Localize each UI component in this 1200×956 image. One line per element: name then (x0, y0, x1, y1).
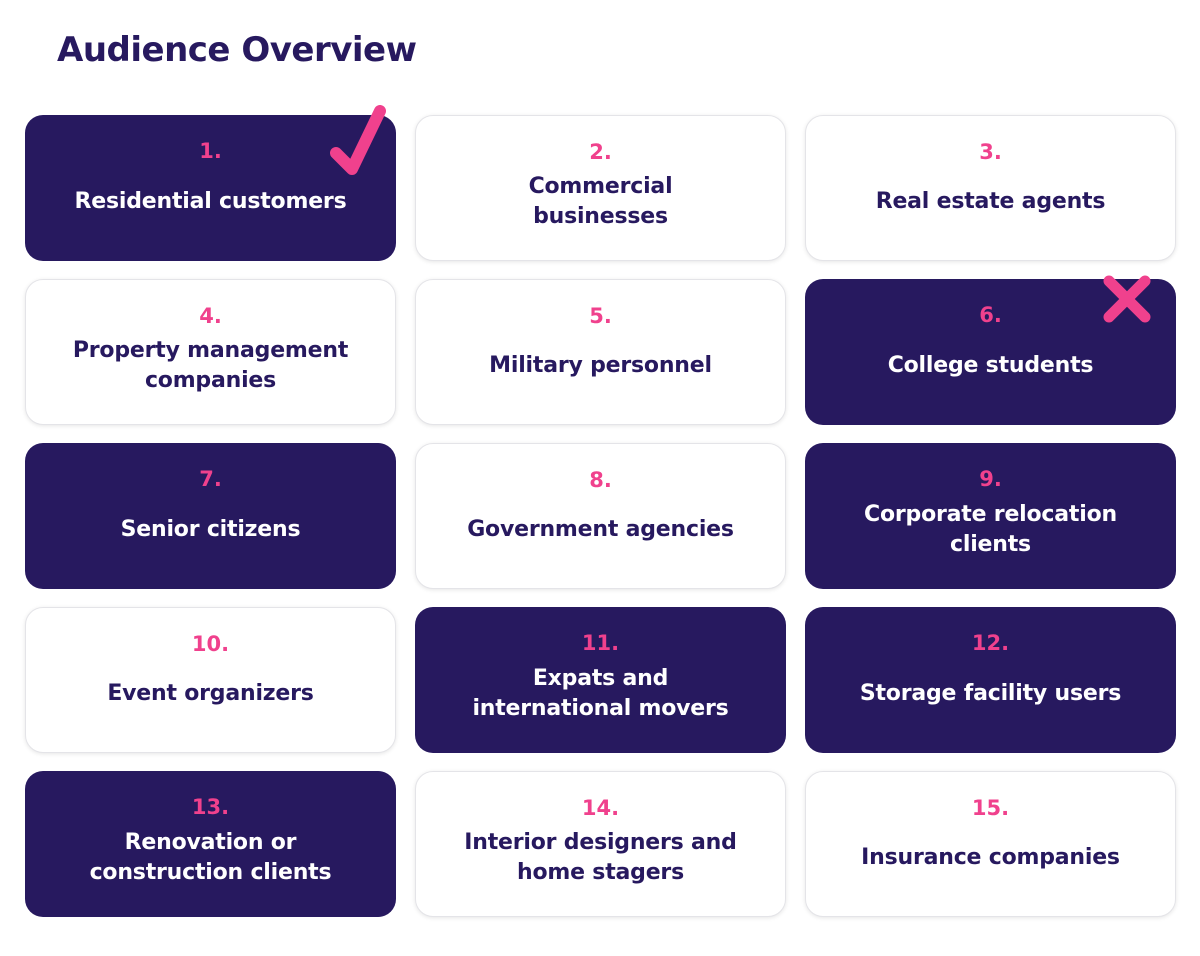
card-number: 5. (589, 304, 612, 328)
card-label: Renovation or construction clients (89, 830, 332, 885)
audience-card-15[interactable]: 15. Insurance companies (805, 771, 1176, 917)
audience-card-14[interactable]: 14. Interior designers and home stagers (415, 771, 786, 917)
card-label: Senior citizens (120, 517, 301, 542)
audience-card-1[interactable]: 1. Residential customers (25, 105, 396, 261)
audience-card-4[interactable]: 4. Property management companies (25, 279, 396, 425)
card-label: College students (887, 353, 1094, 378)
card-label: Storage facility users (859, 681, 1122, 706)
audience-card-7[interactable]: 7. Senior citizens (25, 443, 396, 589)
card-label: Expats and international movers (472, 666, 729, 721)
card-label: Insurance companies (861, 845, 1120, 870)
audience-card-8[interactable]: 8. Government agencies (415, 443, 786, 589)
card-number: 2. (589, 140, 612, 164)
card-label: Military personnel (489, 353, 712, 378)
audience-card-3[interactable]: 3. Real estate agents (805, 115, 1176, 261)
card-number: 8. (589, 468, 612, 492)
card-label: Government agencies (467, 517, 734, 542)
audience-card-2[interactable]: 2. Commercial businesses (415, 115, 786, 261)
card-label: Event organizers (107, 681, 314, 706)
audience-card-11[interactable]: 11. Expats and international movers (415, 607, 786, 753)
cross-icon (1103, 275, 1151, 323)
audience-card-12[interactable]: 12. Storage facility users (805, 607, 1176, 753)
audience-grid: 1. Residential customers 2. Commercial b… (25, 105, 1176, 917)
card-number: 9. (979, 467, 1002, 491)
card-number: 10. (191, 632, 230, 656)
audience-card-13[interactable]: 13. Renovation or construction clients (25, 771, 396, 917)
card-number: 11. (581, 631, 620, 655)
card-label: Corporate relocation clients (864, 502, 1117, 557)
card-number: 12. (971, 631, 1010, 655)
card-number: 6. (979, 303, 1002, 327)
audience-card-5[interactable]: 5. Military personnel (415, 279, 786, 425)
card-label: Commercial businesses (528, 174, 673, 229)
card-number: 3. (979, 140, 1002, 164)
card-number: 1. (199, 139, 222, 163)
card-number: 4. (199, 304, 222, 328)
audience-card-10[interactable]: 10. Event organizers (25, 607, 396, 753)
card-number: 14. (581, 796, 620, 820)
card-number: 7. (199, 467, 222, 491)
card-number: 13. (191, 795, 230, 819)
audience-card-6[interactable]: 6. College students (805, 275, 1176, 425)
audience-card-9[interactable]: 9. Corporate relocation clients (805, 443, 1176, 589)
card-label: Real estate agents (875, 189, 1106, 214)
card-number: 15. (971, 796, 1010, 820)
card-label: Residential customers (74, 189, 347, 214)
card-label: Property management companies (72, 338, 349, 393)
page-title: Audience Overview (57, 30, 417, 70)
card-label: Interior designers and home stagers (464, 830, 737, 885)
